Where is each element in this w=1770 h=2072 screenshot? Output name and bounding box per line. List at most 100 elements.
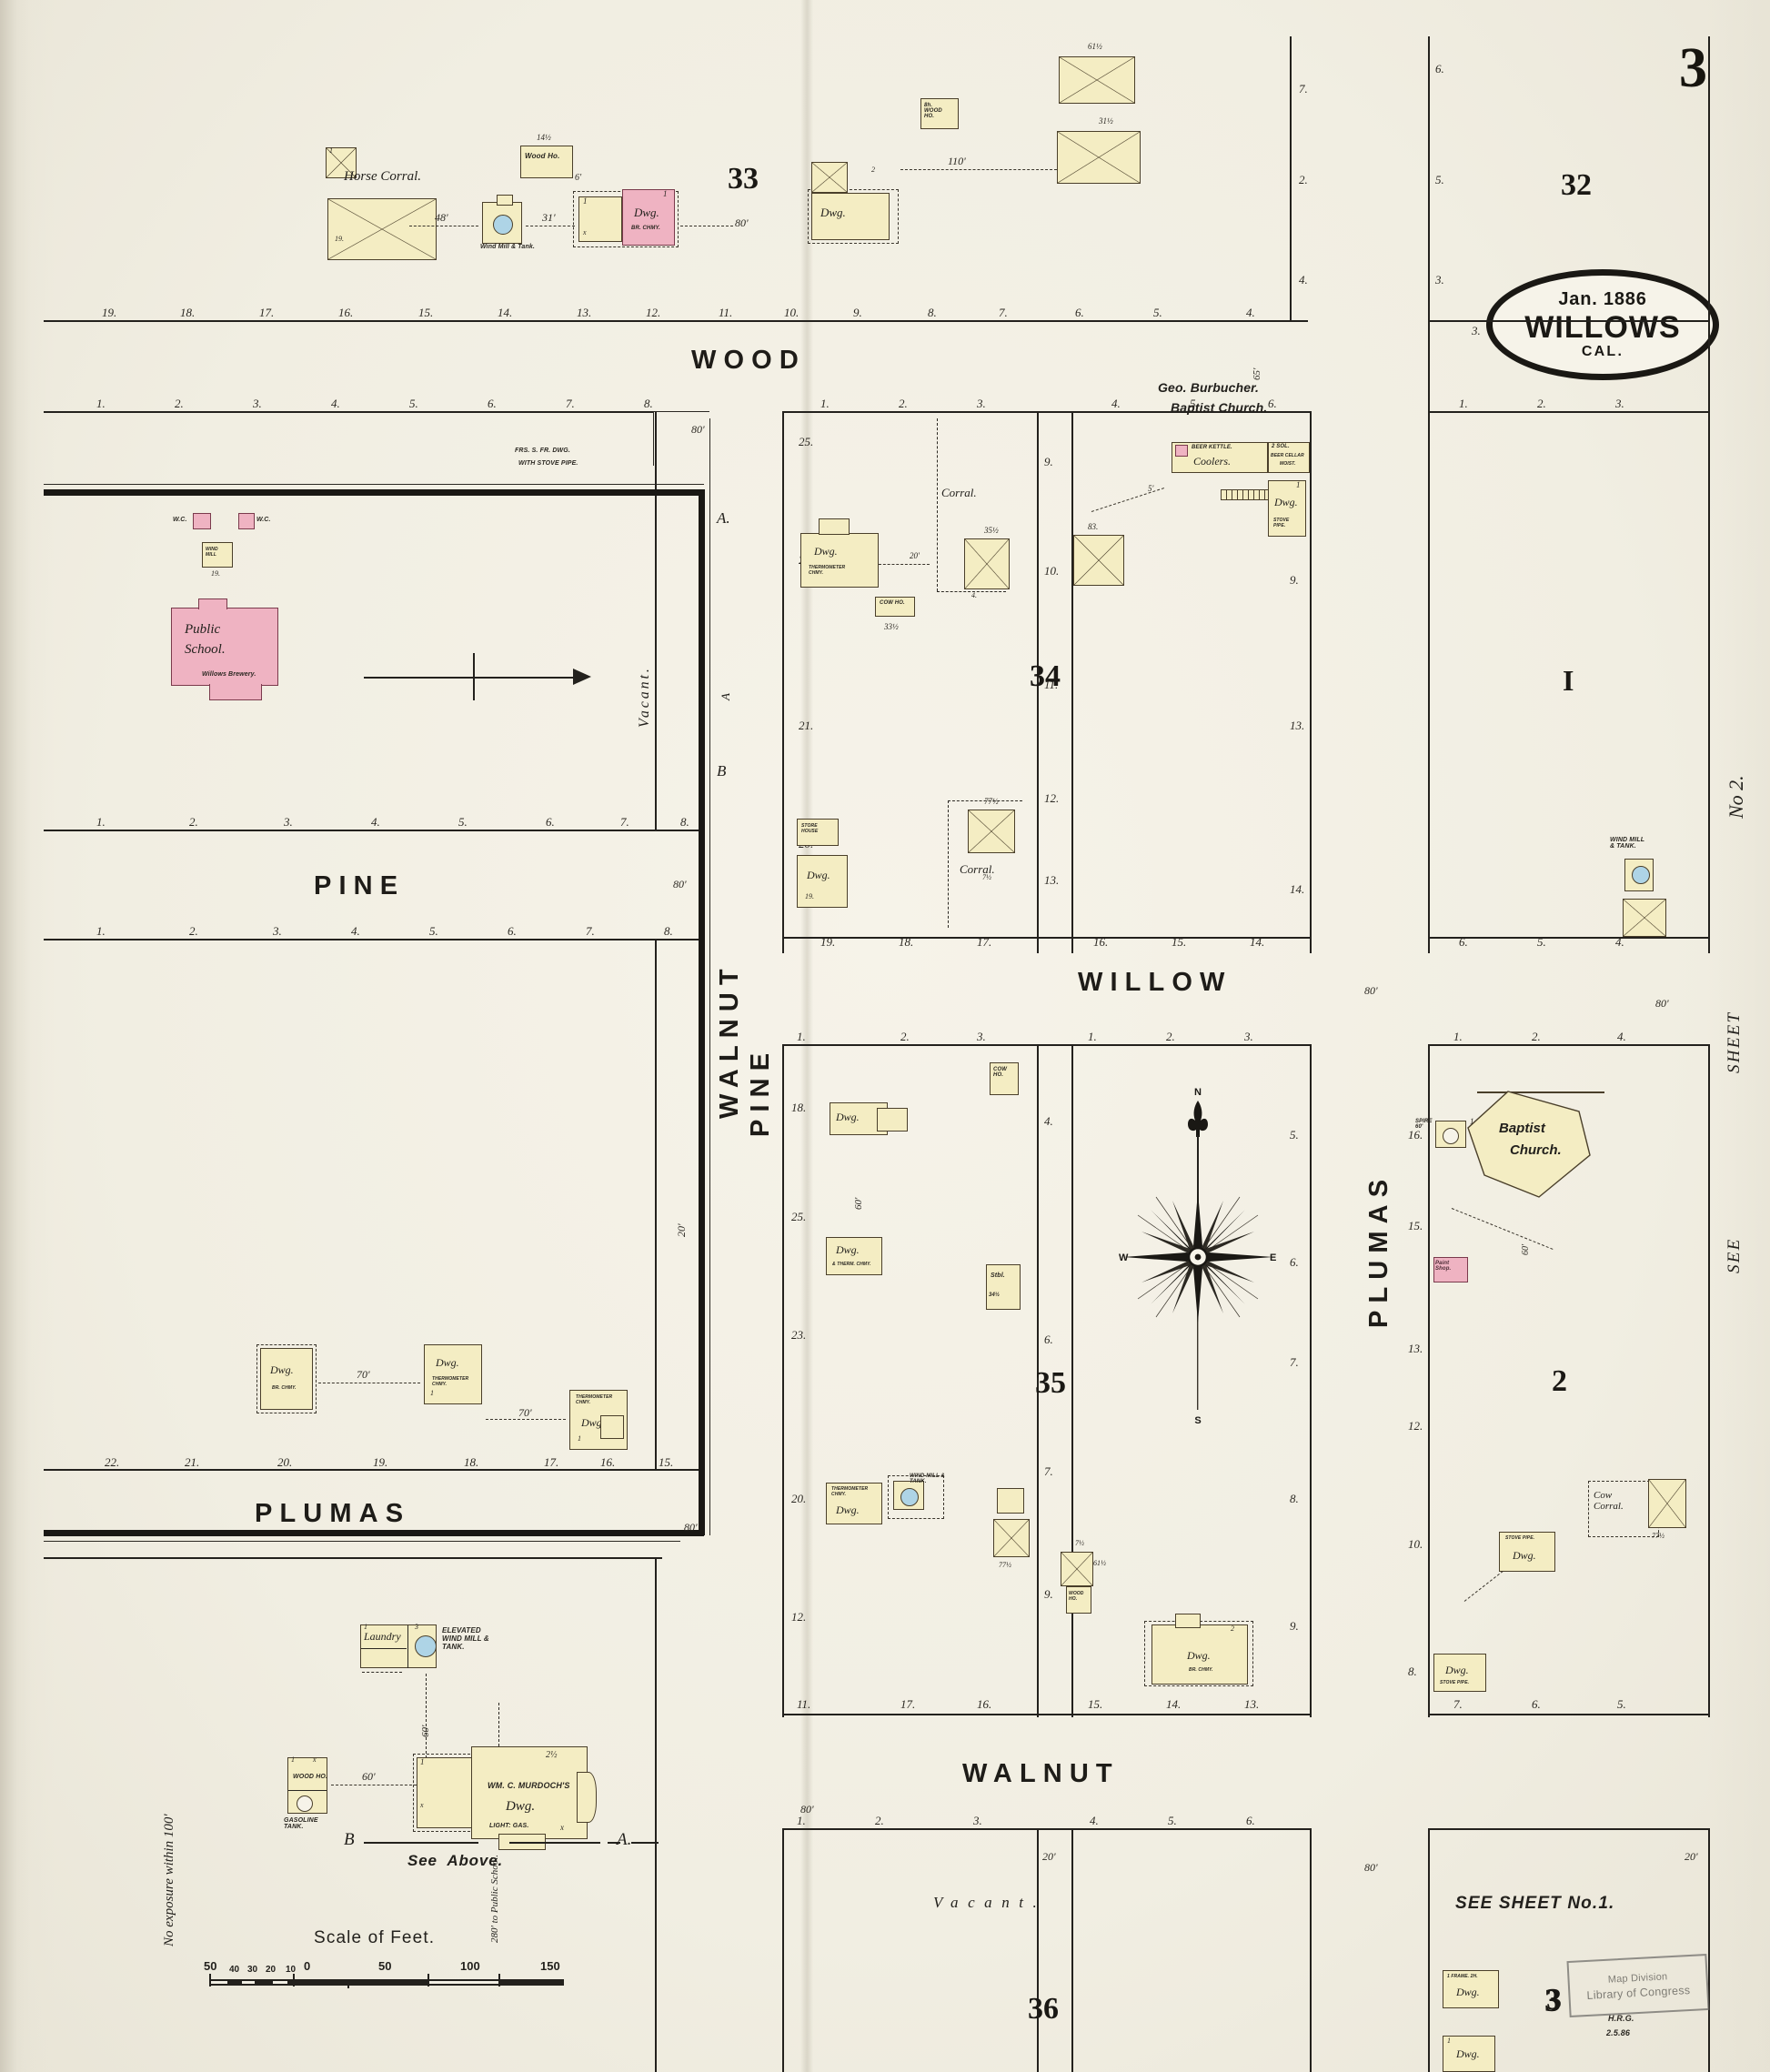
street-line-walnut-west-upper (1037, 411, 1039, 953)
label-section-A-top: B (717, 762, 727, 780)
building-small-block35a (997, 1488, 1024, 1514)
windmill-icon-block35 (900, 1488, 919, 1506)
label-see-above: See Above. (407, 1852, 504, 1869)
fire-limit-notch (653, 411, 655, 466)
label-willows-brewery: Geo. Burbucher. (1158, 380, 1260, 395)
school-yard-arrow-cross (473, 653, 475, 700)
label-public-school-line1: Public (185, 622, 221, 637)
street-line-east-boundary-upper (1708, 320, 1710, 953)
street-label-wood: WOOD (691, 346, 806, 375)
gasoline-tank-icon (297, 1795, 313, 1812)
cartouche-date: Jan. 1886 (1558, 289, 1647, 309)
building-dwg-bottom-1: 1 FRAME. 2H. Dwg. (1443, 1970, 1499, 2008)
street-line-willow-south (782, 1044, 1310, 1046)
building-dwg-block2-1: STOVE PIPE. Dwg. (1499, 1532, 1555, 1572)
building-public-school (171, 608, 278, 686)
library-of-congress-stamp: Map Division Library of Congress (1566, 1954, 1710, 2017)
label-wood-ho-inset: WOOD HO. (293, 1774, 328, 1780)
label-vacant-block36: Vacant. (933, 1894, 1047, 1911)
street-line-plumas-east-lower (1428, 1044, 1430, 1717)
windmill-icon-block1 (1632, 866, 1650, 884)
block-number-2: 2 (1552, 1364, 1567, 1398)
building-small-block35b (993, 1519, 1030, 1557)
label-baptist-church-line2: Church. (1510, 1142, 1562, 1158)
building-dwelling-brick-block33: 1 (622, 189, 675, 246)
label-wood-house-33: Wood Ho. (525, 152, 560, 160)
building-small-block33b (811, 162, 848, 193)
street-line-east-boundary-lower (1708, 1044, 1710, 1717)
street-line-pine-north (44, 830, 699, 831)
building-dwg-plumas-3-wing (600, 1415, 624, 1439)
street-line-pine-east-bottom (782, 1828, 784, 2072)
street-line-pine-east-lower (782, 1044, 784, 1717)
street-line-plumas-west-lower (1310, 1044, 1312, 1717)
building-cow-barn (1648, 1479, 1686, 1528)
dim-leader-inset-up (498, 1703, 499, 1746)
right-edge-sheet-label: SHEET (1725, 1011, 1744, 1073)
fire-limit-east (699, 489, 705, 1535)
building-dwg-block35-1-wing (877, 1108, 908, 1132)
label-school-chimney: Willows Brewery. (202, 671, 256, 678)
block-number-1: I (1563, 664, 1574, 697)
label-dwg-block33-brick: Dwg. (634, 206, 659, 219)
windmill-icon-inset (415, 1635, 437, 1657)
building-dwg-block35-4-ext (1175, 1614, 1201, 1628)
label-wc-east: W.C. (256, 517, 271, 523)
windmill-tank-top (497, 195, 513, 206)
building-barn-block1 (1623, 899, 1666, 937)
building-beer-kettle (1175, 445, 1188, 457)
building-barn-block34-2 (1073, 535, 1124, 586)
label-brewery-owner: Baptist Church. (1171, 400, 1268, 415)
section-line-right (631, 1842, 659, 1845)
corral-line-block34b-v (948, 800, 949, 928)
building-barn-top-2 (1057, 131, 1141, 184)
svg-text:S: S (1194, 1415, 1201, 1426)
label-frame-dwg-note: FRS. S. FR. DWG. (515, 448, 570, 454)
label-murdoch-light-gas: LIGHT: GAS. (489, 1823, 529, 1829)
dim-leader-block34 (879, 564, 930, 565)
plumas-lot-east-line (655, 939, 657, 1469)
inset-lot-east-line (655, 1557, 657, 2072)
street-line-wood-north (44, 320, 1308, 322)
block-number-32: 32 (1561, 168, 1592, 202)
fire-limit-north (44, 489, 704, 496)
outbuilding-block33-small: 1 (326, 146, 357, 178)
street-line-walnut-west-bottom (1037, 1828, 1039, 2072)
street-line-walnut-north-right (1428, 1714, 1710, 1715)
building-small-block35c (1061, 1552, 1093, 1586)
building-murdoch-bay (577, 1772, 597, 1823)
label-frame-dwg-note2: WITH STOVE PIPE. (518, 460, 578, 467)
dim-leader-block2 (1463, 1570, 1503, 1602)
school-yard-arrowhead (573, 669, 591, 685)
dim-leader-church (1451, 1208, 1554, 1250)
street-label-plumas-vertical: PLUMAS (1364, 1172, 1393, 1328)
building-cow-house-block34: COW HO. (875, 597, 915, 617)
corral-line-block34b-h (948, 800, 1022, 801)
paper-left-edge-shadow (0, 0, 31, 2072)
street-line-willow-south-right (1428, 1044, 1710, 1046)
svg-text:N: N (1194, 1087, 1202, 1098)
street-line-plumas-south (44, 1557, 662, 1559)
cartouche-place-name: WILLOWS (1524, 310, 1681, 345)
label-windmill-tank-33: Wind Mill & Tank. (480, 244, 536, 250)
street-label-pine-vertical: PINE (746, 1045, 775, 1137)
brewery-hatch-platform (1221, 489, 1270, 500)
label-baptist-church-line1: Baptist (1499, 1121, 1545, 1136)
street-line-plumas-west-bottom (1310, 1828, 1312, 2072)
section-label-B: B (344, 1830, 355, 1849)
corral-line-block34-h (937, 591, 1006, 592)
scale-bar-title: Scale of Feet. (314, 1928, 436, 1947)
school-yard-arrow-shaft (364, 677, 580, 679)
street-line-east-boundary-bottom (1708, 1828, 1710, 2072)
street-line-block32-east (1708, 36, 1710, 320)
label-wc-west: W.C. (173, 517, 187, 523)
building-dwg-plumas-1: Dwg. BR. CHMY. (260, 1348, 313, 1410)
building-baptist-church (1467, 1091, 1591, 1198)
svg-text:E: E (1270, 1252, 1276, 1263)
